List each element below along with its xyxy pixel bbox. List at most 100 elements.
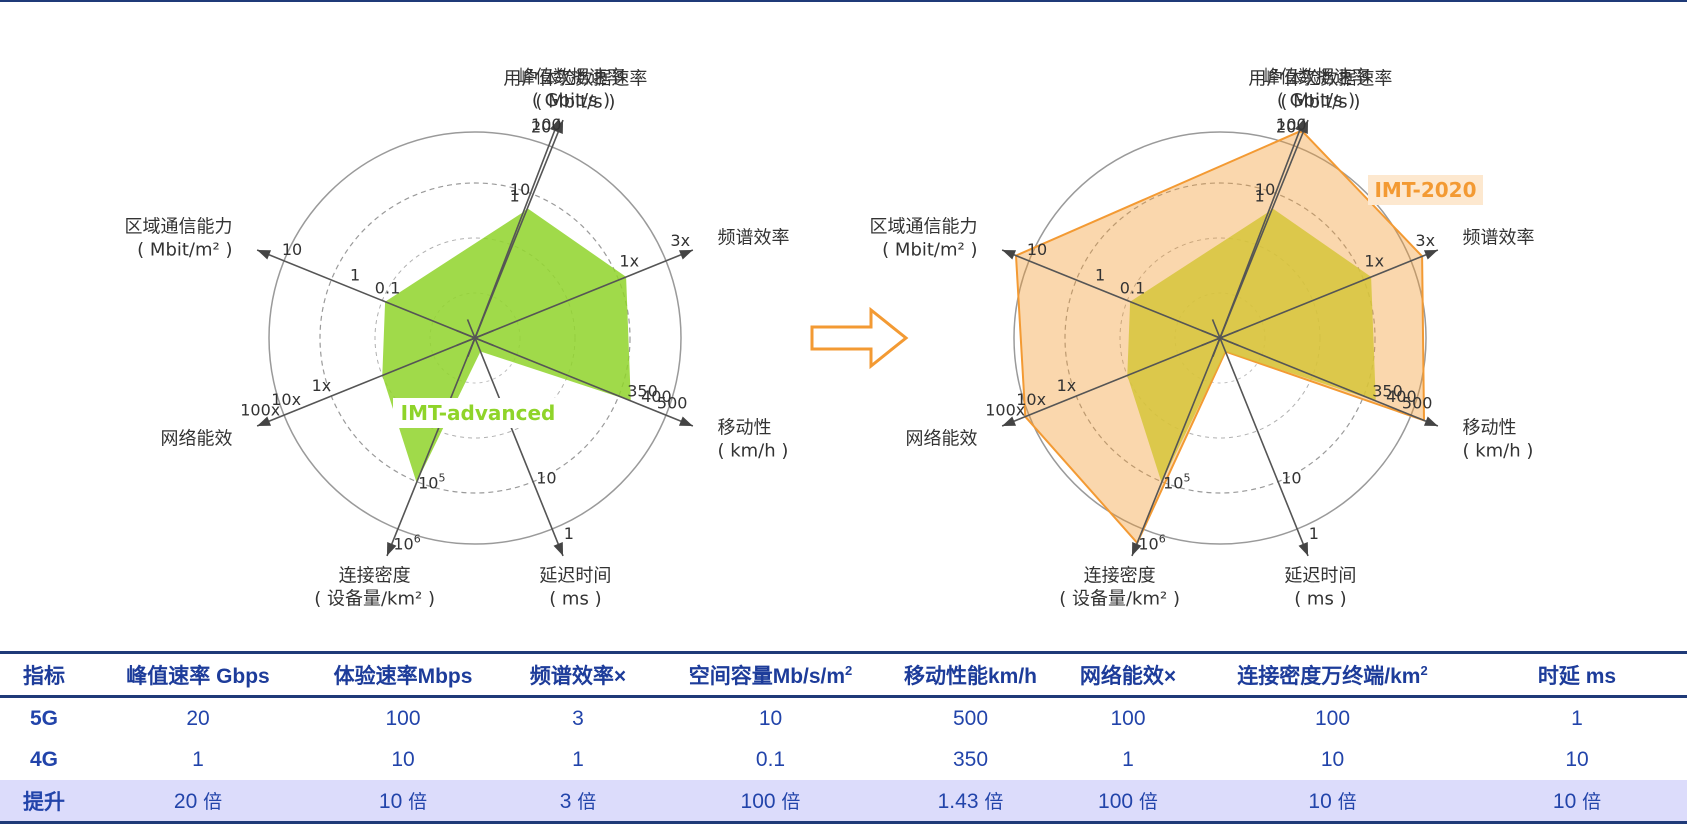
axis-line (256, 249, 494, 347)
tick-label: 1 (1255, 187, 1265, 206)
axis-title: 网络能效 (906, 428, 978, 449)
series-label-background (393, 398, 563, 428)
tick-label: 0.1 (375, 279, 400, 298)
table-cell: 0.1 (755, 747, 786, 771)
header-energy-efficiency: 网络能效× (1058, 651, 1198, 698)
axis-title: 频谱效率 (1462, 228, 1534, 249)
table-cell: 1 (192, 747, 204, 771)
table-cell: 1 (572, 747, 584, 771)
axis-title: ( Mbit/m² ) (137, 240, 232, 261)
axis-title: ( Gbit/s ) (1277, 90, 1355, 111)
axis-title: ( ms ) (1294, 588, 1346, 609)
series-label: IMT-2020 (1368, 175, 1483, 205)
axis-title: ( ms ) (549, 588, 601, 609)
header-mobility: 移动性能km/h (883, 651, 1058, 698)
transition-arrow-icon (810, 306, 909, 370)
tick-exponent: 6 (1159, 533, 1166, 546)
axis-title: 延迟时间 (539, 565, 611, 586)
table-row-improvement: 提升 20 倍 10 倍 3 倍 100 倍 1.43 倍 100 倍 10 倍… (0, 780, 1687, 824)
table-cell: 10 (758, 706, 783, 730)
axis-arrowhead (257, 416, 272, 427)
table-cell: 20 倍 (88, 780, 308, 824)
table-cell: 1 (1571, 706, 1583, 730)
axis-line (456, 249, 694, 347)
axis-line (456, 329, 694, 427)
table-cell: 500 (952, 706, 989, 730)
axis-line (466, 319, 564, 557)
tick-label: 10 (536, 468, 556, 487)
header-spectral-efficiency: 频谱效率× (498, 651, 658, 698)
axis-line (1201, 249, 1439, 347)
series-label: IMT-advanced (393, 398, 563, 428)
tick-exponent: 5 (1183, 471, 1190, 484)
top-border-line (0, 0, 1687, 2)
table-cell: 100 倍 (1058, 780, 1198, 824)
axis-title: 移动性 (1462, 417, 1516, 438)
table-cell: 10 倍 (1198, 780, 1467, 824)
tick-label: 106 (1138, 533, 1165, 554)
tick-label: 1x (619, 252, 639, 271)
tick-label: 20 (1276, 118, 1296, 137)
table-cell: 3 倍 (498, 780, 658, 824)
series-label-background (1368, 175, 1483, 205)
outer-ring (1013, 131, 1427, 545)
axis-arrowhead (1423, 249, 1438, 260)
tick-label: 1 (564, 524, 574, 543)
tick-label: 10 (1027, 240, 1047, 259)
tick-label: 1x (1364, 252, 1384, 271)
axis-line (386, 319, 484, 557)
table-cell: 3 (572, 706, 584, 730)
table-cell: 100 (385, 706, 421, 730)
axis-arrowhead (1131, 541, 1142, 556)
header-latency: 时延 ms (1467, 651, 1687, 698)
axis-title: 频谱效率 (717, 228, 789, 249)
axis-title: 用户体验数据速率 (503, 69, 647, 90)
tick-label: 0.1 (1120, 279, 1145, 298)
table-row-4g: 4G 1 10 1 0.1 350 1 10 10 (0, 739, 1687, 780)
axis-title: 移动性 (717, 417, 771, 438)
table-header-row: 指标 峰值速率 Gbps 体验速率Mbps 频谱效率× 空间容量Mb/s/m2 … (0, 651, 1687, 698)
axis-line (256, 329, 494, 427)
axis-line (1211, 319, 1309, 557)
tick-label: 105 (1163, 471, 1190, 492)
tick-label: 10 (1281, 468, 1301, 487)
tick-label: 10 (510, 180, 530, 199)
tick-exponent: 5 (438, 471, 445, 484)
tick-label: 1x (312, 376, 332, 395)
row-label: 提升 (0, 780, 88, 824)
tick-label: 500 (657, 394, 688, 413)
tick-label: 10x (271, 390, 301, 409)
tick-label: 1 (510, 187, 520, 206)
axis-title: 连接密度 (339, 565, 411, 586)
axis-arrowhead (386, 541, 397, 556)
table-row-5g: 5G 20 100 3 10 500 100 100 1 (0, 697, 1687, 740)
axis-title: 峰值数据速率 (517, 67, 625, 88)
tick-label: 3x (670, 231, 690, 250)
tick-label: 400 (1386, 387, 1417, 406)
table-cell: 10 (391, 747, 415, 771)
tick-label: 500 (1402, 394, 1433, 413)
axis-title: 区域通信能力 (125, 217, 233, 238)
grid-ring (319, 182, 631, 494)
tick-label: 100x (985, 401, 1025, 420)
tick-label: 1x (1057, 376, 1077, 395)
table-cell: 1.43 倍 (883, 780, 1058, 824)
axis-arrowhead (1423, 416, 1438, 427)
tick-exponent: 6 (414, 533, 421, 546)
series-label-text: IMT-2020 (1374, 178, 1476, 202)
table-cell: 100 倍 (658, 780, 883, 824)
axis-title: ( Gbit/s ) (532, 90, 610, 111)
tick-label: 350 (1372, 382, 1403, 401)
axis-line (1001, 249, 1239, 347)
axis-arrowhead (678, 416, 693, 427)
axis-title: 用户体验数据速率 (1248, 69, 1392, 90)
axis-line (1001, 329, 1239, 427)
tick-label: 10x (1016, 390, 1046, 409)
axis-arrowhead (1298, 541, 1309, 556)
axis-title: ( Mbit/s ) (535, 92, 615, 113)
header-metric: 指标 (0, 651, 88, 698)
axis-title: ( km/h ) (1462, 440, 1533, 461)
tick-label: 100 (531, 115, 562, 134)
